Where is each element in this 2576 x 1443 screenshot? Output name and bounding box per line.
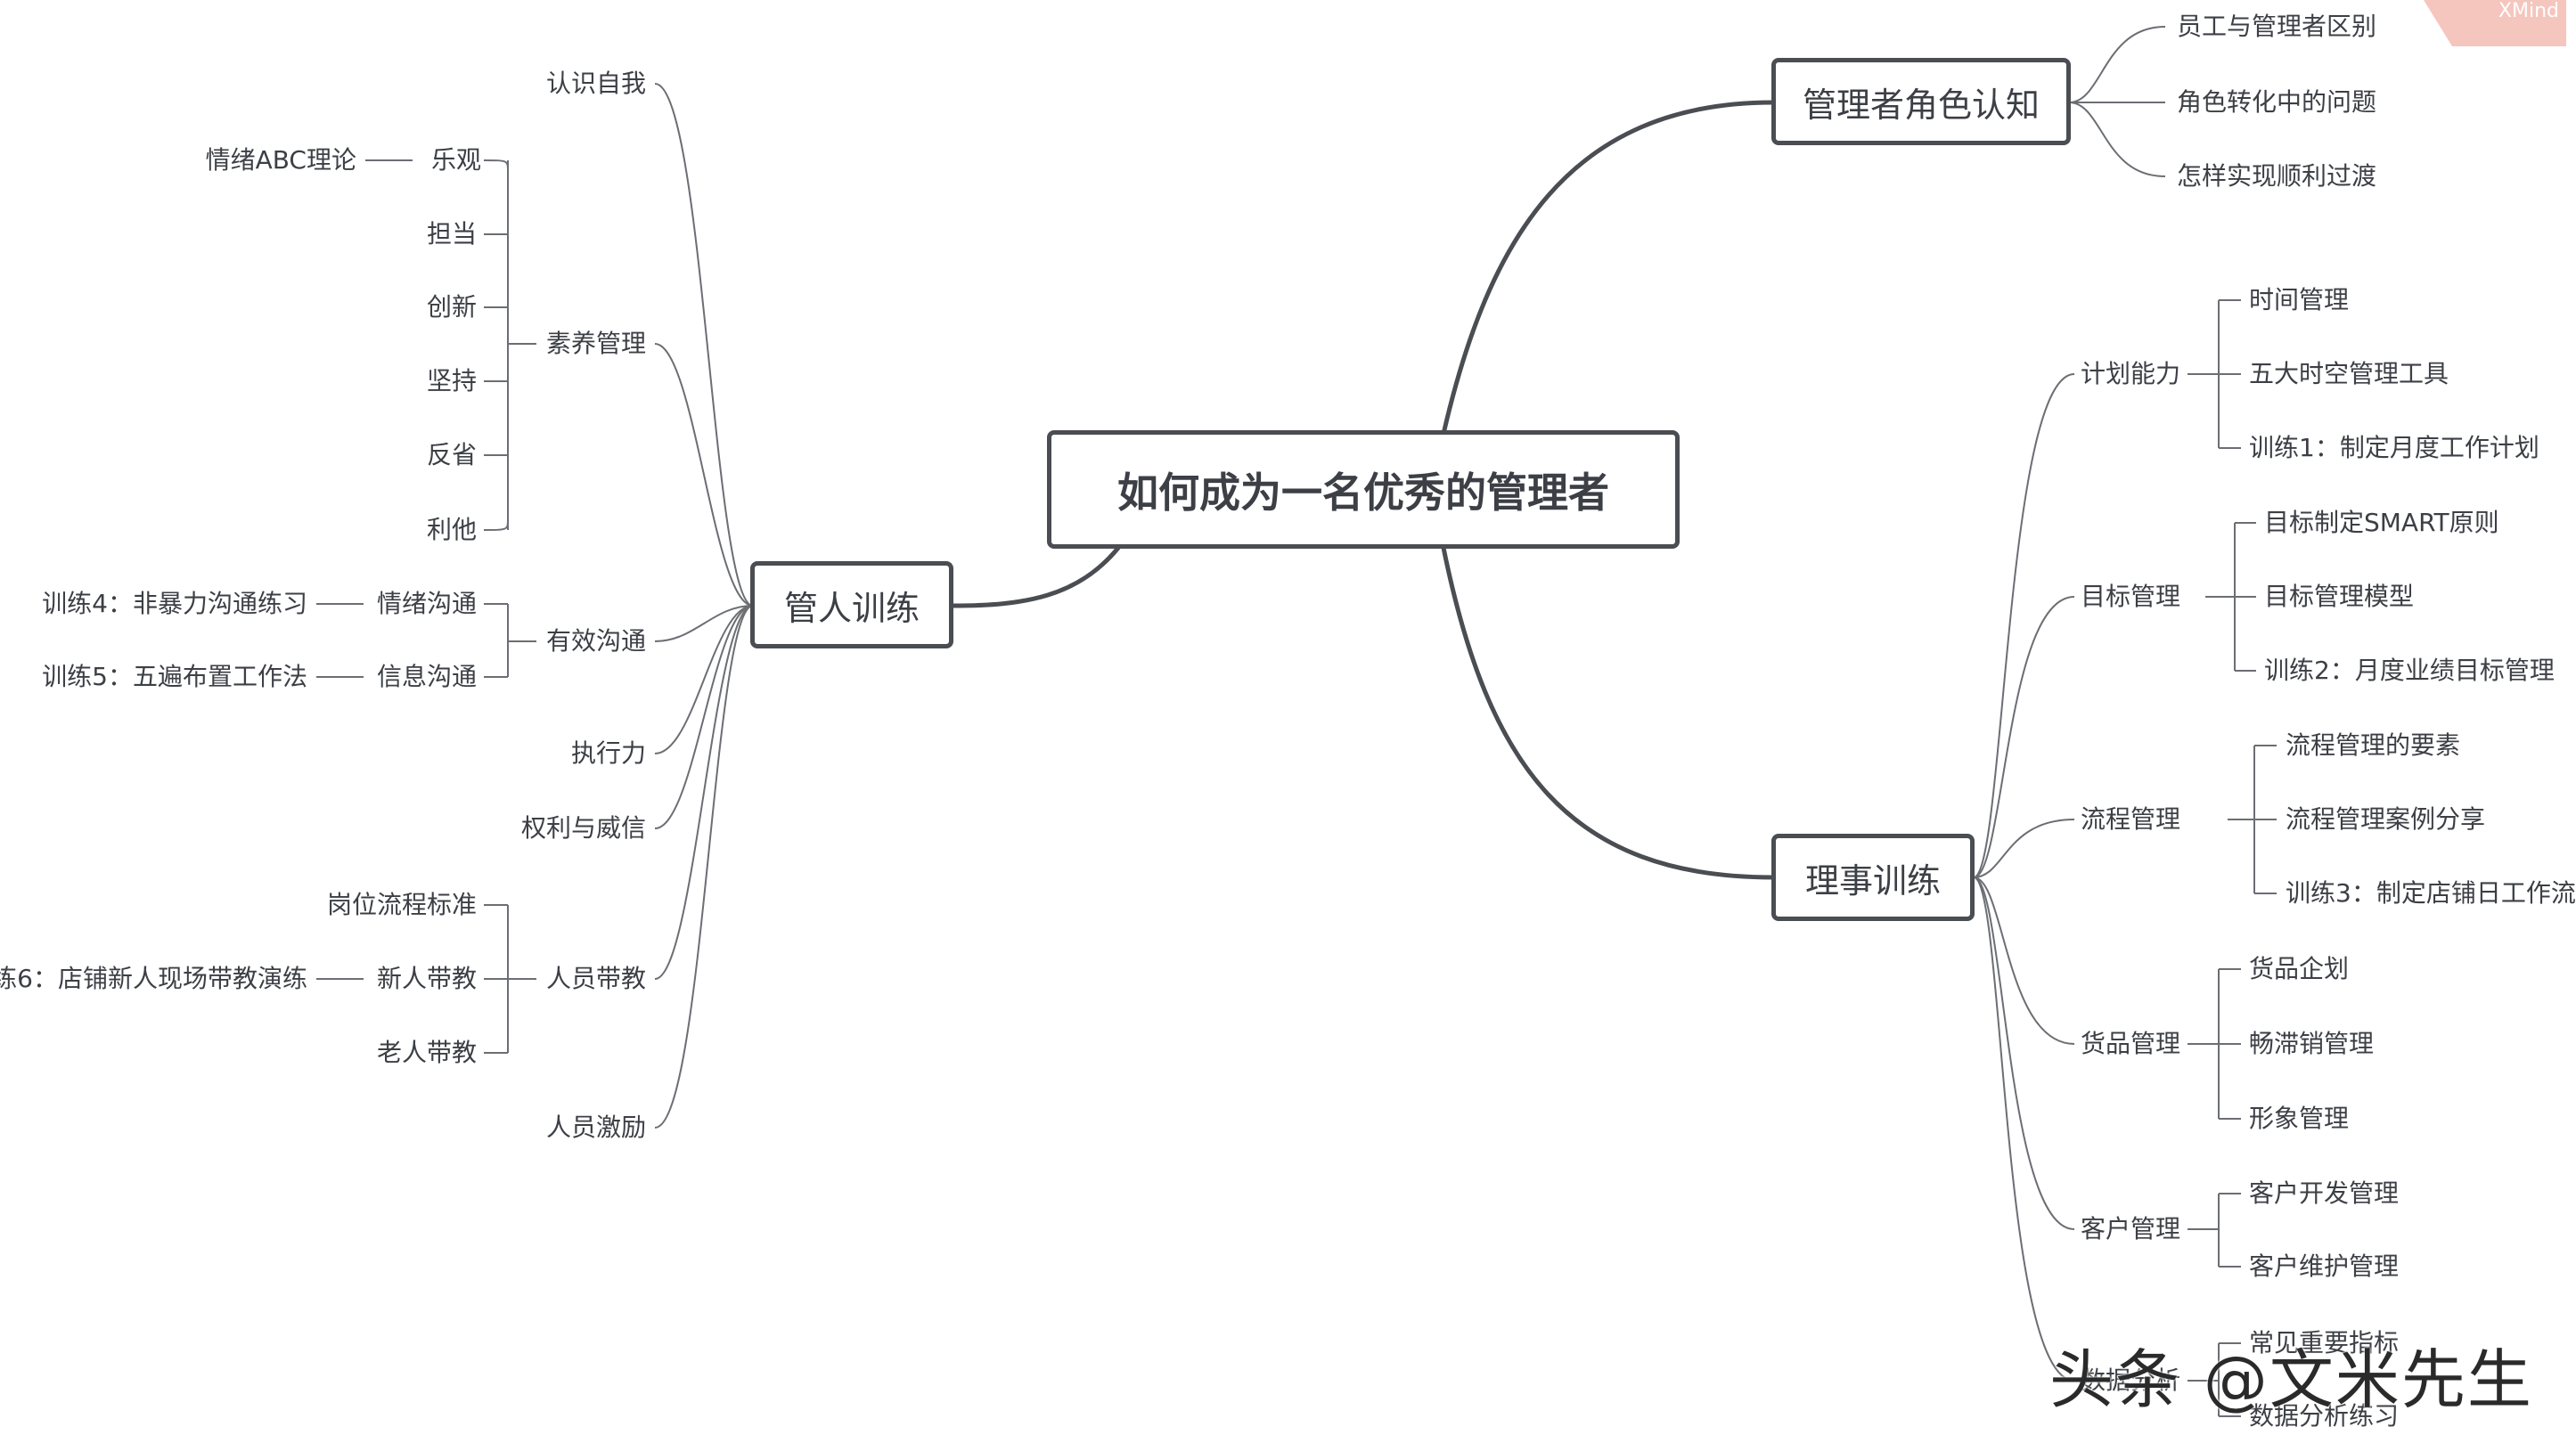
topic-affairs-label: 理事训练 bbox=[1804, 860, 1941, 901]
xmind-label: XMind bbox=[2498, 0, 2559, 22]
topic-role-label: 管理者角色认知 bbox=[1802, 85, 2040, 125]
leaf-information-communication[interactable]: 信息沟通 bbox=[376, 662, 477, 691]
subtopic-coaching[interactable]: 人员带教 bbox=[545, 964, 646, 993]
leaf-senior-staff-coaching[interactable]: 老人带教 bbox=[376, 1038, 477, 1067]
leaf-emotional-communication[interactable]: 情绪沟通 bbox=[376, 589, 477, 618]
leaf-goal-model[interactable]: 目标管理模型 bbox=[2264, 582, 2415, 611]
leaf-customer-acquisition[interactable]: 客户开发管理 bbox=[2249, 1178, 2400, 1208]
leaf-training-1[interactable]: 训练1：制定月度工作计划 bbox=[2249, 433, 2539, 462]
subtopic-motivation[interactable]: 人员激励 bbox=[545, 1113, 646, 1142]
leaf-optimism[interactable]: 乐观 bbox=[430, 145, 481, 175]
subtopic-process[interactable]: 流程管理 bbox=[2081, 804, 2181, 834]
subtopic-goals[interactable]: 目标管理 bbox=[2081, 582, 2181, 611]
leaf-sell-through[interactable]: 畅滞销管理 bbox=[2249, 1029, 2375, 1058]
subtopic-communication[interactable]: 有效沟通 bbox=[545, 626, 646, 656]
central-topic[interactable]: 如何成为一名优秀的管理者 bbox=[1047, 430, 1680, 549]
leaf-smart[interactable]: 目标制定SMART原则 bbox=[2264, 508, 2499, 537]
topic-affairs[interactable]: 理事训练 bbox=[1771, 834, 1975, 921]
topic-role[interactable]: 管理者角色认知 bbox=[1771, 58, 2071, 145]
leaf-responsibility[interactable]: 担当 bbox=[426, 219, 477, 249]
leaf-process-elements[interactable]: 流程管理的要素 bbox=[2286, 730, 2461, 760]
subtopic-execution[interactable]: 执行力 bbox=[570, 738, 646, 768]
leaf-customer-retention[interactable]: 客户维护管理 bbox=[2249, 1251, 2400, 1281]
leaf-five-tools[interactable]: 五大时空管理工具 bbox=[2249, 359, 2449, 388]
leaf-training-3[interactable]: 训练3：制定店铺日工作流 bbox=[2286, 878, 2576, 908]
leaf-persistence[interactable]: 坚持 bbox=[426, 366, 477, 395]
topic-people[interactable]: 管人训练 bbox=[750, 561, 953, 648]
subtopic-customers[interactable]: 客户管理 bbox=[2081, 1214, 2181, 1243]
leaf-time-management[interactable]: 时间管理 bbox=[2249, 285, 2350, 314]
subtopic-merchandise[interactable]: 货品管理 bbox=[2081, 1029, 2181, 1058]
watermark: 头条 @文米先生 bbox=[2049, 1342, 2533, 1417]
xmind-badge: XMind bbox=[2424, 0, 2566, 46]
subtopic-role-3[interactable]: 怎样实现顺利过渡 bbox=[2177, 161, 2377, 191]
leaf-innovation[interactable]: 创新 bbox=[426, 292, 477, 322]
subtopic-role-2[interactable]: 角色转化中的问题 bbox=[2177, 87, 2377, 117]
leaf-altruism[interactable]: 利他 bbox=[426, 515, 477, 544]
subtopic-planning[interactable]: 计划能力 bbox=[2081, 359, 2181, 388]
leaf-process-standards[interactable]: 岗位流程标准 bbox=[326, 890, 477, 919]
leaf-new-staff-coaching[interactable]: 新人带教 bbox=[376, 964, 477, 993]
subtopic-data[interactable]: 数据分析 bbox=[2081, 1366, 2181, 1395]
leaf-reflection[interactable]: 反省 bbox=[426, 440, 477, 469]
note-training-5[interactable]: 训练5：五遍布置工作法 bbox=[42, 662, 307, 691]
subtopic-role-1[interactable]: 员工与管理者区别 bbox=[2177, 12, 2377, 41]
leaf-process-cases[interactable]: 流程管理案例分享 bbox=[2286, 804, 2486, 834]
subtopic-quality[interactable]: 素养管理 bbox=[545, 329, 646, 358]
central-topic-label: 如何成为一名优秀的管理者 bbox=[1117, 468, 1609, 517]
note-abc-theory[interactable]: 情绪ABC理论 bbox=[205, 145, 356, 175]
subtopic-self-awareness[interactable]: 认识自我 bbox=[545, 69, 646, 98]
leaf-data-practice[interactable]: 数据分析练习 bbox=[2249, 1401, 2400, 1431]
link-central-people bbox=[951, 545, 1121, 608]
note-training-4[interactable]: 训练4：非暴力沟通练习 bbox=[42, 589, 307, 618]
leaf-merch-planning[interactable]: 货品企划 bbox=[2249, 954, 2350, 983]
leaf-training-2[interactable]: 训练2：月度业绩目标管理 bbox=[2264, 656, 2555, 685]
note-training-6[interactable]: 练6：店铺新人现场带教演练 bbox=[0, 964, 307, 993]
leaf-visual-merch[interactable]: 形象管理 bbox=[2249, 1104, 2350, 1133]
subtopic-authority[interactable]: 权利与威信 bbox=[520, 813, 646, 843]
leaf-key-metrics[interactable]: 常见重要指标 bbox=[2249, 1328, 2400, 1357]
link-central-affairs bbox=[1441, 545, 1776, 880]
topic-people-label: 管人训练 bbox=[783, 588, 920, 628]
link-central-role bbox=[1441, 100, 1776, 436]
